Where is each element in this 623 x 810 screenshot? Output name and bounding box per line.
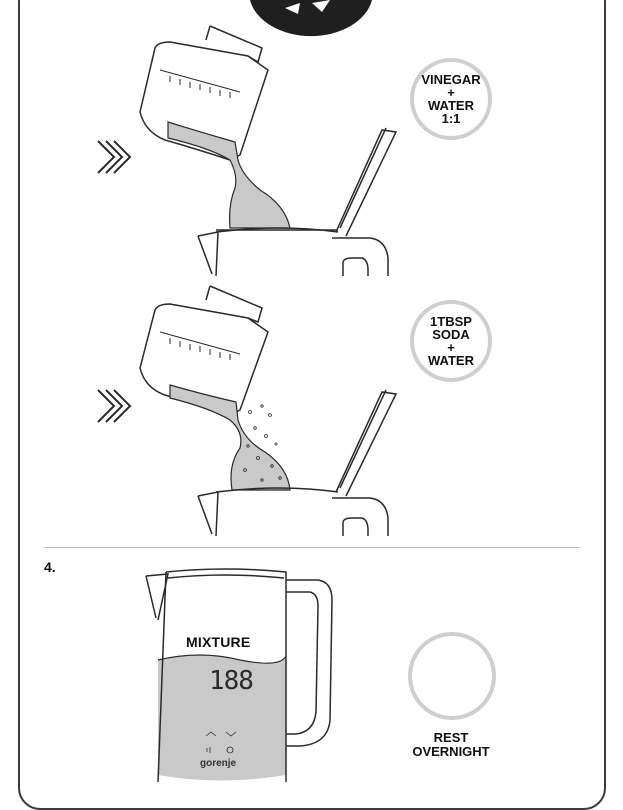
top-logo [250, 0, 372, 37]
brand-logo-text: gorenje [200, 758, 237, 769]
kettle-full [145, 568, 333, 783]
pour-stream-1 [167, 121, 291, 229]
badge-vinegar-water: VINEGAR + WATER 1:1 [410, 58, 492, 140]
pour-stream-2 [169, 384, 291, 491]
illustration [97, 0, 478, 783]
chevrons-2 [97, 389, 132, 423]
bubbles [243, 404, 282, 482]
badge-rest [408, 632, 496, 720]
section-divider [44, 547, 580, 548]
rest-caption: REST OVERNIGHT [412, 730, 490, 759]
kettle-label: MIXTURE [186, 634, 251, 650]
kettle-top-2 [197, 389, 398, 537]
kettle-display: 188 [209, 666, 254, 696]
measuring-jug-1 [139, 25, 269, 161]
step-number: 4. [44, 559, 56, 575]
badge-vinegar-text: VINEGAR + WATER 1:1 [421, 72, 481, 126]
badge-soda-water: 1TBSP SODA + WATER [410, 300, 492, 382]
kettle-top-1 [197, 127, 398, 277]
chevrons-1 [97, 140, 132, 174]
badge-soda-text: 1TBSP SODA + WATER [428, 314, 474, 368]
